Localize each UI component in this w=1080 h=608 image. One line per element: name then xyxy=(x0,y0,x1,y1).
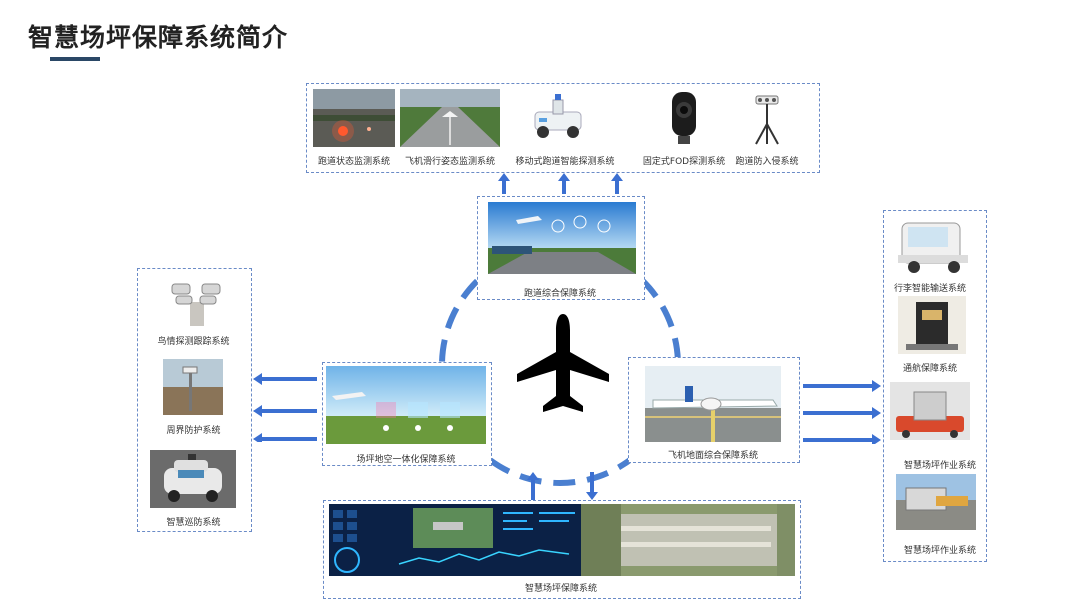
right-item-label: 智慧场坪作业系统 xyxy=(903,461,976,471)
runway-status-image xyxy=(313,89,395,147)
baggage-vehicle-image xyxy=(896,215,970,275)
apron-operation-image-1 xyxy=(890,382,970,440)
right-item-label: 智慧场坪作业系统 xyxy=(903,546,976,556)
airport-aerial-image xyxy=(581,504,795,576)
page-title: 智慧场坪保障系统简介 xyxy=(28,23,289,52)
taxi-attitude-image xyxy=(400,89,500,147)
bird-radar-image xyxy=(166,276,226,328)
top-item-label: 固定式FOD探测系统 xyxy=(642,157,726,167)
title-underline xyxy=(50,57,100,61)
up-arrows xyxy=(498,173,623,194)
bottom-arrows xyxy=(527,472,598,500)
fixed-fod-camera-image xyxy=(668,90,700,146)
right-arrows xyxy=(803,380,881,444)
left-item-label: 智慧巡防系统 xyxy=(166,518,221,528)
general-aviation-image xyxy=(898,296,966,354)
hub-top-label: 跑道综合保障系统 xyxy=(523,289,596,299)
runway-intrusion-image xyxy=(750,92,784,148)
right-item-label: 行李智能输送系统 xyxy=(893,284,966,294)
left-item-label: 鸟情探测跟踪系统 xyxy=(157,337,230,347)
right-item-label: 通航保障系统 xyxy=(902,364,957,374)
airplane-icon xyxy=(517,314,609,412)
hub-right-label: 飞机地面综合保障系统 xyxy=(667,451,758,461)
mobile-detector-image xyxy=(527,92,587,142)
left-arrows xyxy=(253,373,317,442)
top-item-label: 飞机滑行姿态监测系统 xyxy=(404,157,495,167)
top-item-label: 移动式跑道智能探测系统 xyxy=(515,157,615,167)
apron-operation-image-2 xyxy=(896,474,976,530)
aircraft-ground-image xyxy=(645,366,781,442)
patrol-vehicle-image xyxy=(150,450,236,508)
air-ground-image xyxy=(326,366,486,444)
perimeter-image xyxy=(163,359,223,415)
runway-overview-image xyxy=(488,202,636,274)
top-item-label: 跑道状态监测系统 xyxy=(317,157,390,167)
hub-left-label: 场坪地空一体化保障系统 xyxy=(356,455,456,465)
dashboard-image xyxy=(329,504,581,576)
top-item-label: 跑道防入侵系统 xyxy=(735,157,799,167)
left-item-label: 周界防护系统 xyxy=(166,426,221,436)
hub-bottom-label: 智慧场坪保障系统 xyxy=(524,584,597,594)
